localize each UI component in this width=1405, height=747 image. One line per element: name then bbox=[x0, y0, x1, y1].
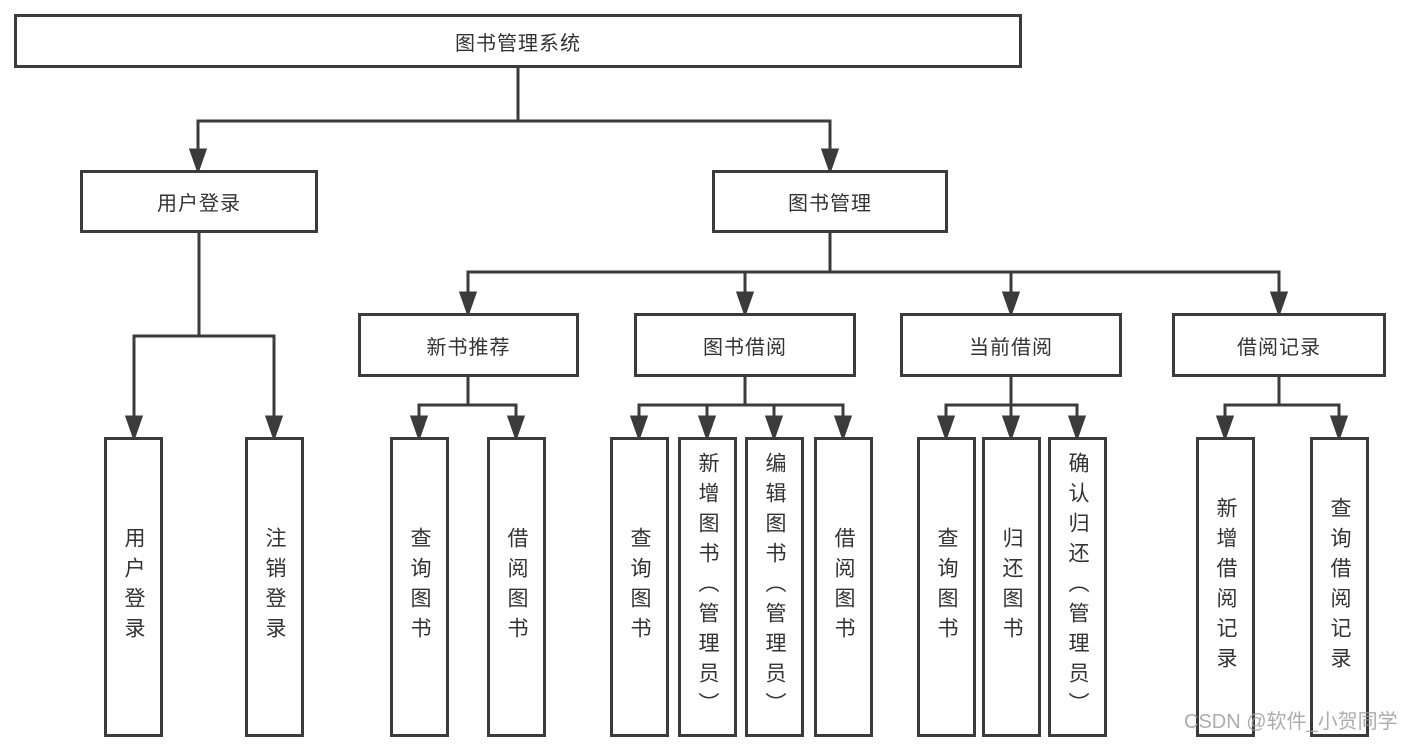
node-book-management: 图书管理 bbox=[712, 170, 948, 233]
leaf-query-borrow-record: 查询借阅记录 bbox=[1310, 437, 1369, 737]
connector-root-to-level2 bbox=[188, 68, 840, 175]
leaf-borrow-book: 借阅图书 bbox=[814, 437, 873, 737]
leaf-label: 新增图书（管理员） bbox=[696, 452, 719, 722]
leaf-label: 新增借阅记录 bbox=[1214, 497, 1237, 677]
arrowhead-icon bbox=[1001, 291, 1021, 318]
node-new-book-recommend: 新书推荐 bbox=[358, 313, 579, 377]
leaf-label: 注销登录 bbox=[263, 527, 286, 647]
arrowhead-icon bbox=[506, 415, 526, 442]
leaf-add-borrow-record: 新增借阅记录 bbox=[1196, 437, 1255, 737]
arrowhead-icon bbox=[1329, 415, 1349, 442]
arrowhead-icon bbox=[1001, 415, 1021, 442]
arrowhead-icon bbox=[629, 415, 649, 442]
leaf-label: 归还图书 bbox=[1000, 527, 1023, 647]
connector-newbook-to-leaves bbox=[409, 377, 526, 442]
leaf-confirm-return-admin: 确认归还（管理员） bbox=[1048, 437, 1107, 737]
leaf-query-book-current: 查询图书 bbox=[917, 437, 976, 737]
node-user-login: 用户登录 bbox=[80, 170, 318, 233]
connector-userlogin-to-leaves bbox=[124, 233, 284, 442]
leaf-label: 查询借阅记录 bbox=[1328, 497, 1351, 677]
arrowhead-icon bbox=[409, 415, 429, 442]
leaf-logout: 注销登录 bbox=[245, 437, 304, 737]
arrowhead-icon bbox=[188, 148, 208, 175]
arrowhead-icon bbox=[936, 415, 956, 442]
arrowhead-icon bbox=[697, 415, 717, 442]
leaf-label: 借阅图书 bbox=[832, 527, 855, 647]
leaf-query-book-newbook: 查询图书 bbox=[390, 437, 449, 737]
csdn-watermark: CSDN @软件_小贺同学 bbox=[1184, 711, 1398, 733]
arrowhead-icon bbox=[764, 415, 784, 442]
leaf-label: 查询图书 bbox=[628, 527, 651, 647]
node-borrow-records: 借阅记录 bbox=[1172, 313, 1386, 377]
arrowhead-icon bbox=[735, 291, 755, 318]
leaf-borrow-book-newbook: 借阅图书 bbox=[487, 437, 546, 737]
arrowhead-icon bbox=[1067, 415, 1087, 442]
connector-borrow-to-leaves bbox=[629, 377, 853, 442]
arrowhead-icon bbox=[820, 148, 840, 175]
arrowhead-icon bbox=[1269, 291, 1289, 318]
node-library-system: 图书管理系统 bbox=[14, 14, 1022, 68]
leaf-user-login: 用户登录 bbox=[104, 437, 163, 737]
leaf-add-book-admin: 新增图书（管理员） bbox=[678, 437, 737, 737]
leaf-label: 编辑图书（管理员） bbox=[763, 452, 786, 722]
arrowhead-icon bbox=[458, 291, 478, 318]
arrowhead-icon bbox=[124, 415, 144, 442]
connector-records-to-leaves bbox=[1215, 377, 1349, 442]
leaf-label: 查询图书 bbox=[408, 527, 431, 647]
leaf-query-book-borrow: 查询图书 bbox=[610, 437, 669, 737]
leaf-label: 查询图书 bbox=[935, 527, 958, 647]
arrowhead-icon bbox=[1215, 415, 1235, 442]
connector-current-to-leaves bbox=[936, 377, 1087, 442]
leaf-label: 借阅图书 bbox=[505, 527, 528, 647]
leaf-edit-book-admin: 编辑图书（管理员） bbox=[745, 437, 804, 737]
arrowhead-icon bbox=[264, 415, 284, 442]
leaf-label: 确认归还（管理员） bbox=[1066, 452, 1089, 722]
node-book-borrow: 图书借阅 bbox=[634, 313, 856, 377]
connector-bookmgmt-to-level3 bbox=[458, 233, 1289, 318]
arrowhead-icon bbox=[833, 415, 853, 442]
leaf-return-book: 归还图书 bbox=[982, 437, 1041, 737]
leaf-label: 用户登录 bbox=[122, 527, 145, 647]
node-current-borrow: 当前借阅 bbox=[900, 313, 1122, 377]
